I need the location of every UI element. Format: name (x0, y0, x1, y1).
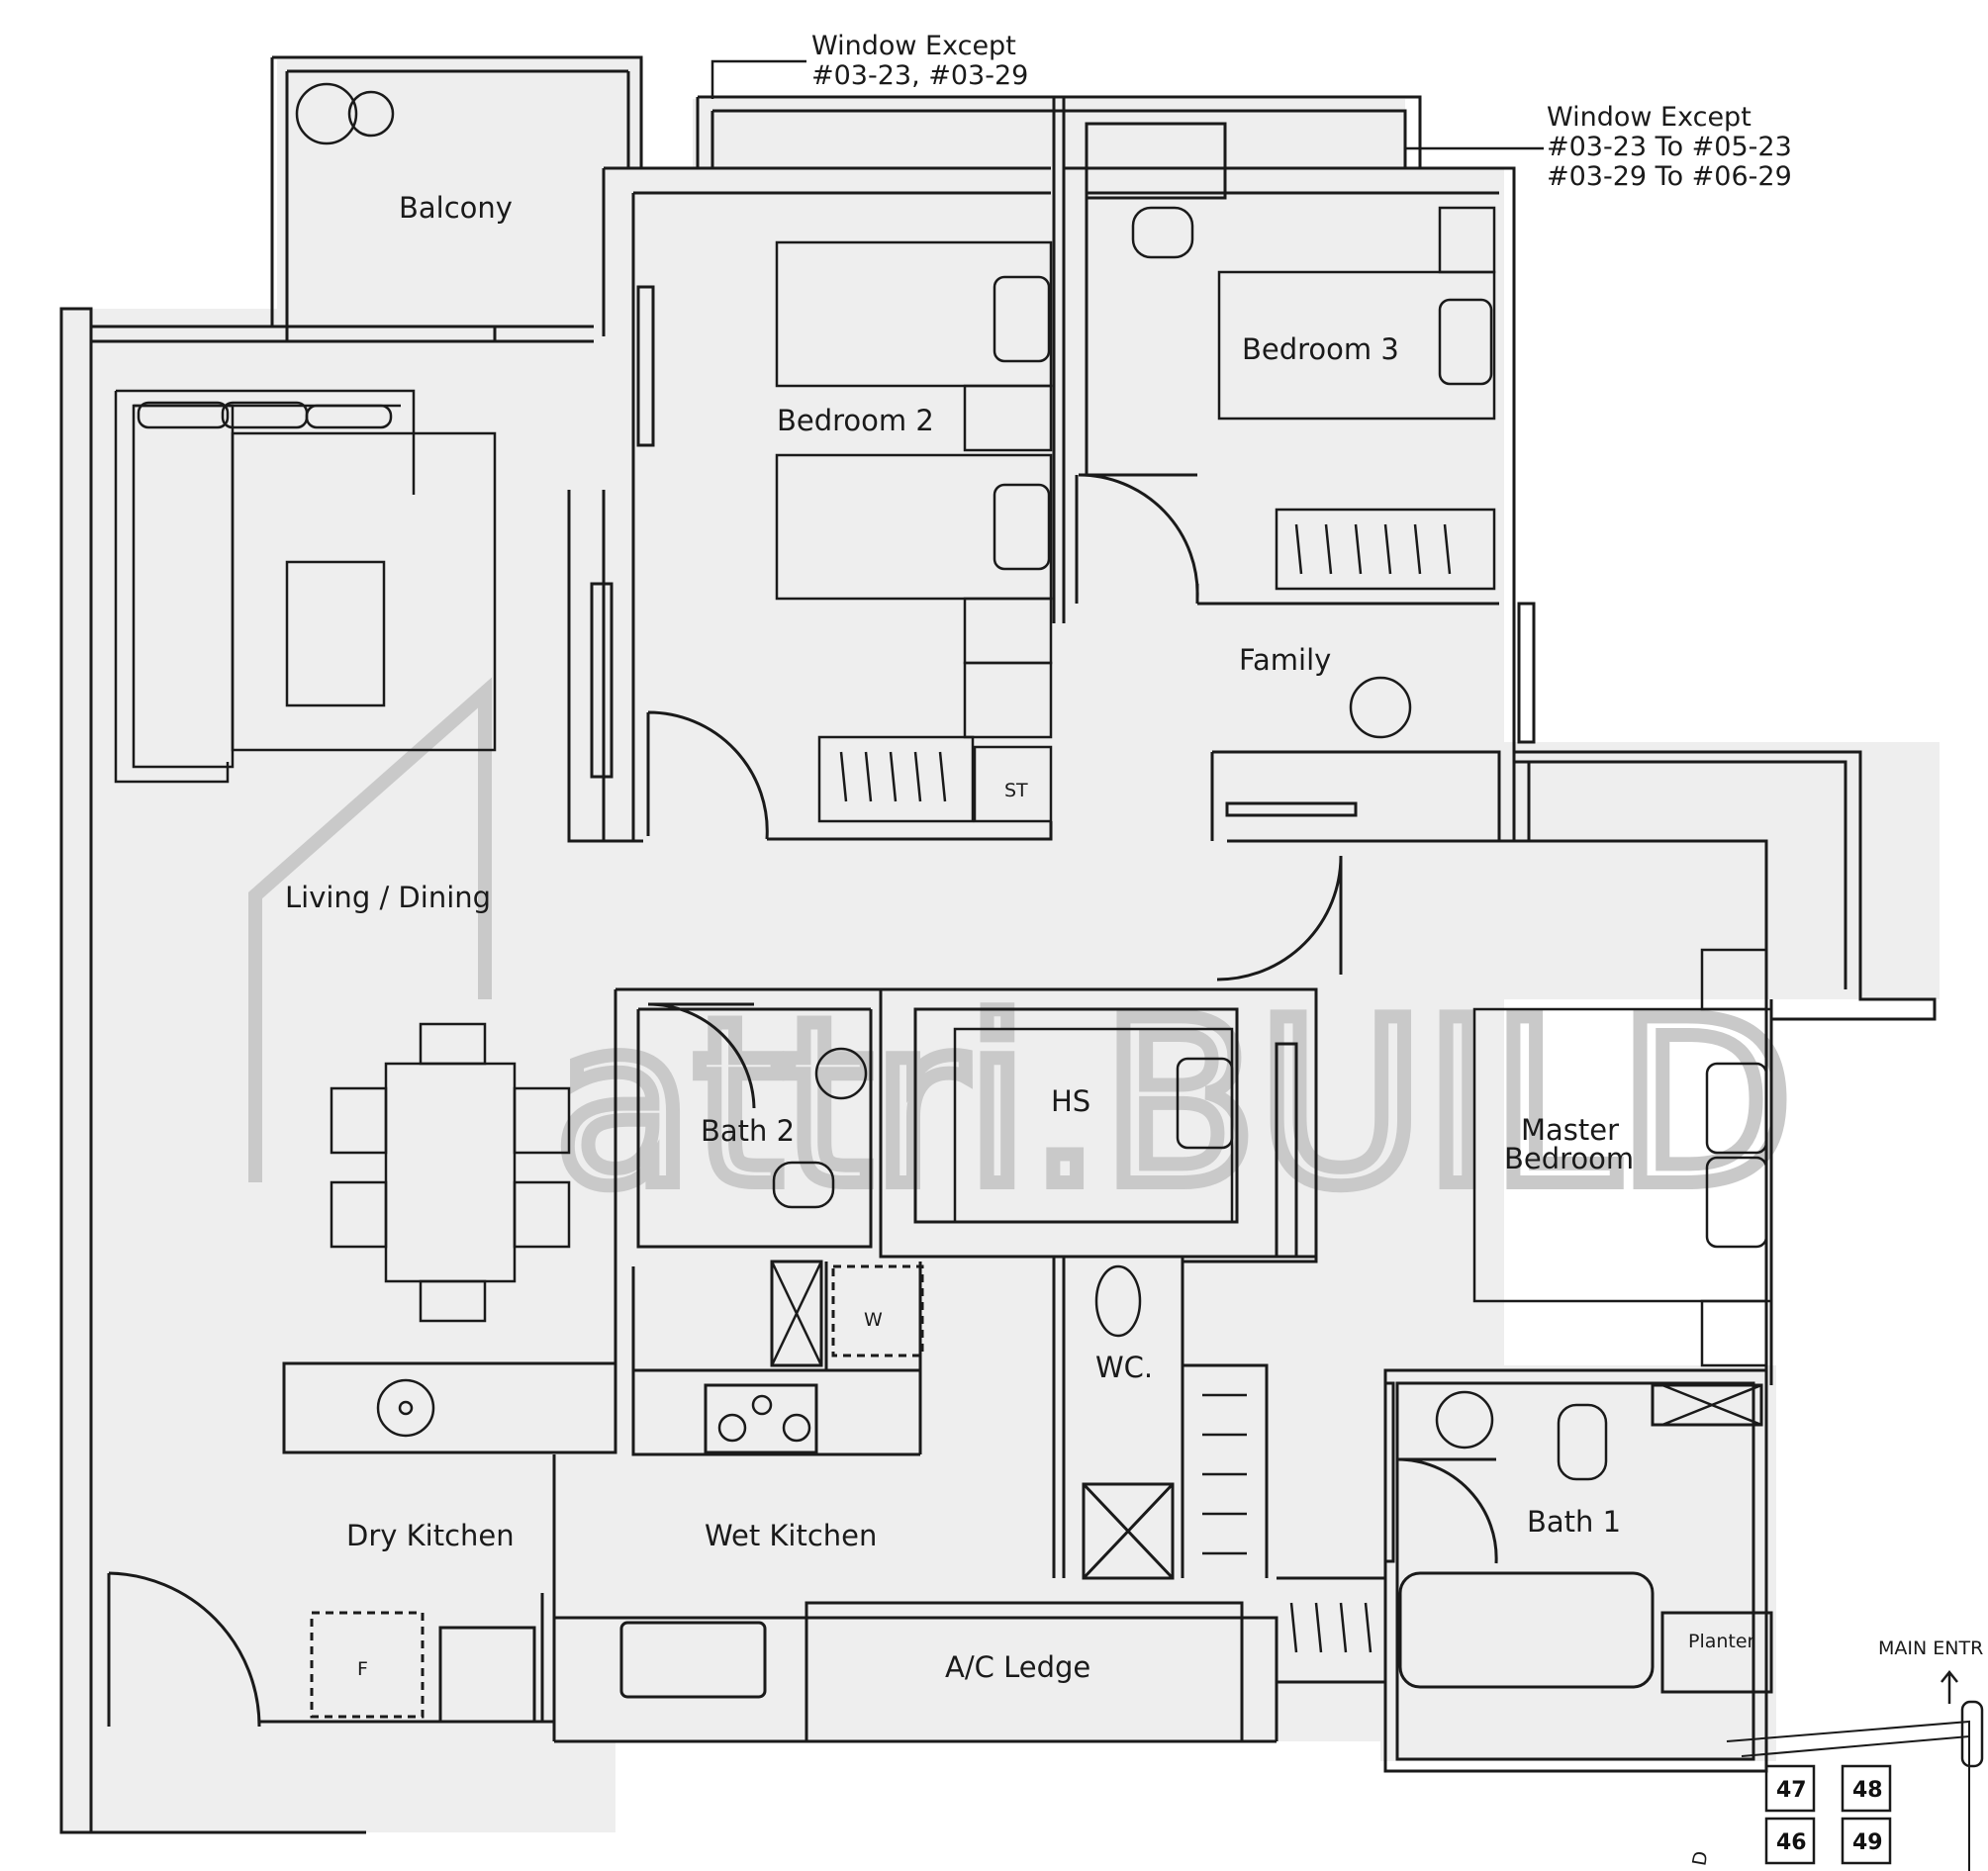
label-planter: Planter (1688, 1631, 1755, 1652)
door-swing-bedroom2 (646, 710, 769, 840)
window-note-1-line1: Window Except (811, 31, 1016, 61)
label-bedroom3: Bedroom 3 (1242, 332, 1399, 366)
door-swing-bath1 (1396, 1457, 1498, 1564)
entrance-arrow-icon (1941, 1669, 1958, 1704)
study-chair (1131, 206, 1194, 259)
bed-bedroom3 (1217, 270, 1496, 421)
label-living-dining: Living / Dining (285, 881, 491, 914)
label-wet-kitchen: Wet Kitchen (705, 1519, 877, 1552)
road-letter: D (1688, 1849, 1712, 1867)
label-master-2: Bedroom (1504, 1142, 1634, 1175)
bath2-basin (814, 1047, 868, 1100)
watermark: attri.BUILD (248, 677, 1800, 1244)
block-48: 48 (1852, 1778, 1883, 1803)
note-leaders (710, 59, 1544, 150)
door-swing-bedroom3 (1078, 473, 1199, 600)
label-ac-ledge: A/C Ledge (945, 1650, 1090, 1684)
doors (107, 473, 1498, 1728)
window-notes: Window Except #03-23, #03-29 Window Exce… (811, 31, 1792, 192)
block-49: 49 (1852, 1830, 1883, 1855)
block-47: 47 (1776, 1778, 1807, 1803)
label-master-1: Master (1521, 1113, 1619, 1147)
label-bath2: Bath 2 (701, 1114, 795, 1148)
label-dry-kitchen: Dry Kitchen (346, 1519, 515, 1552)
door-swing-master (1216, 855, 1343, 982)
window-note-2-line3: #03-29 To #06-29 (1547, 161, 1792, 192)
bed-bedroom2-upper (775, 240, 1053, 388)
watermark-house-outline (248, 677, 492, 1182)
label-family: Family (1239, 643, 1331, 677)
top-window-band (696, 95, 1422, 168)
bed-master (1472, 1007, 1773, 1303)
label-wc: WC. (1095, 1351, 1153, 1384)
dry-kitchen-counter (282, 1361, 617, 1454)
block-tiles (1764, 1764, 1892, 1865)
window-note-1-line2: #03-23, #03-29 (811, 60, 1028, 91)
plant-icon (295, 82, 358, 145)
label-f: F (357, 1658, 368, 1680)
family-chair (1349, 676, 1412, 739)
main-entrance-label: MAIN ENTR (1878, 1637, 1983, 1659)
door-swing-main (107, 1571, 261, 1728)
label-balcony: Balcony (399, 191, 513, 225)
label-bedroom2: Bedroom 2 (777, 404, 934, 437)
furniture (114, 82, 1773, 1653)
outer-wall-west (59, 307, 93, 1834)
label-hs: HS (1051, 1084, 1090, 1118)
dining-chairs (330, 1022, 571, 1323)
dry-kitchen-sink (376, 1378, 435, 1438)
block-46: 46 (1776, 1830, 1807, 1855)
label-w: W (864, 1309, 883, 1331)
balcony-frame (270, 55, 643, 327)
window-note-2-line1: Window Except (1547, 102, 1751, 133)
window-note-2-line2: #03-23 To #05-23 (1547, 132, 1792, 162)
label-st: ST (1004, 780, 1028, 801)
key-plan: MAIN ENTR 47 48 46 49 D (1688, 1637, 1983, 1871)
room-labels: Balcony Bedroom 2 Bedroom 3 Family Livin… (285, 191, 1755, 1684)
label-bath1: Bath 1 (1527, 1505, 1621, 1539)
wc-toilet (1094, 1264, 1142, 1338)
bath1-basin (1435, 1390, 1494, 1450)
watermark-text: attri.BUILD (554, 973, 1793, 1237)
bed-bedroom2-lower (775, 453, 1053, 601)
door-swing-bath2 (647, 1002, 756, 1109)
